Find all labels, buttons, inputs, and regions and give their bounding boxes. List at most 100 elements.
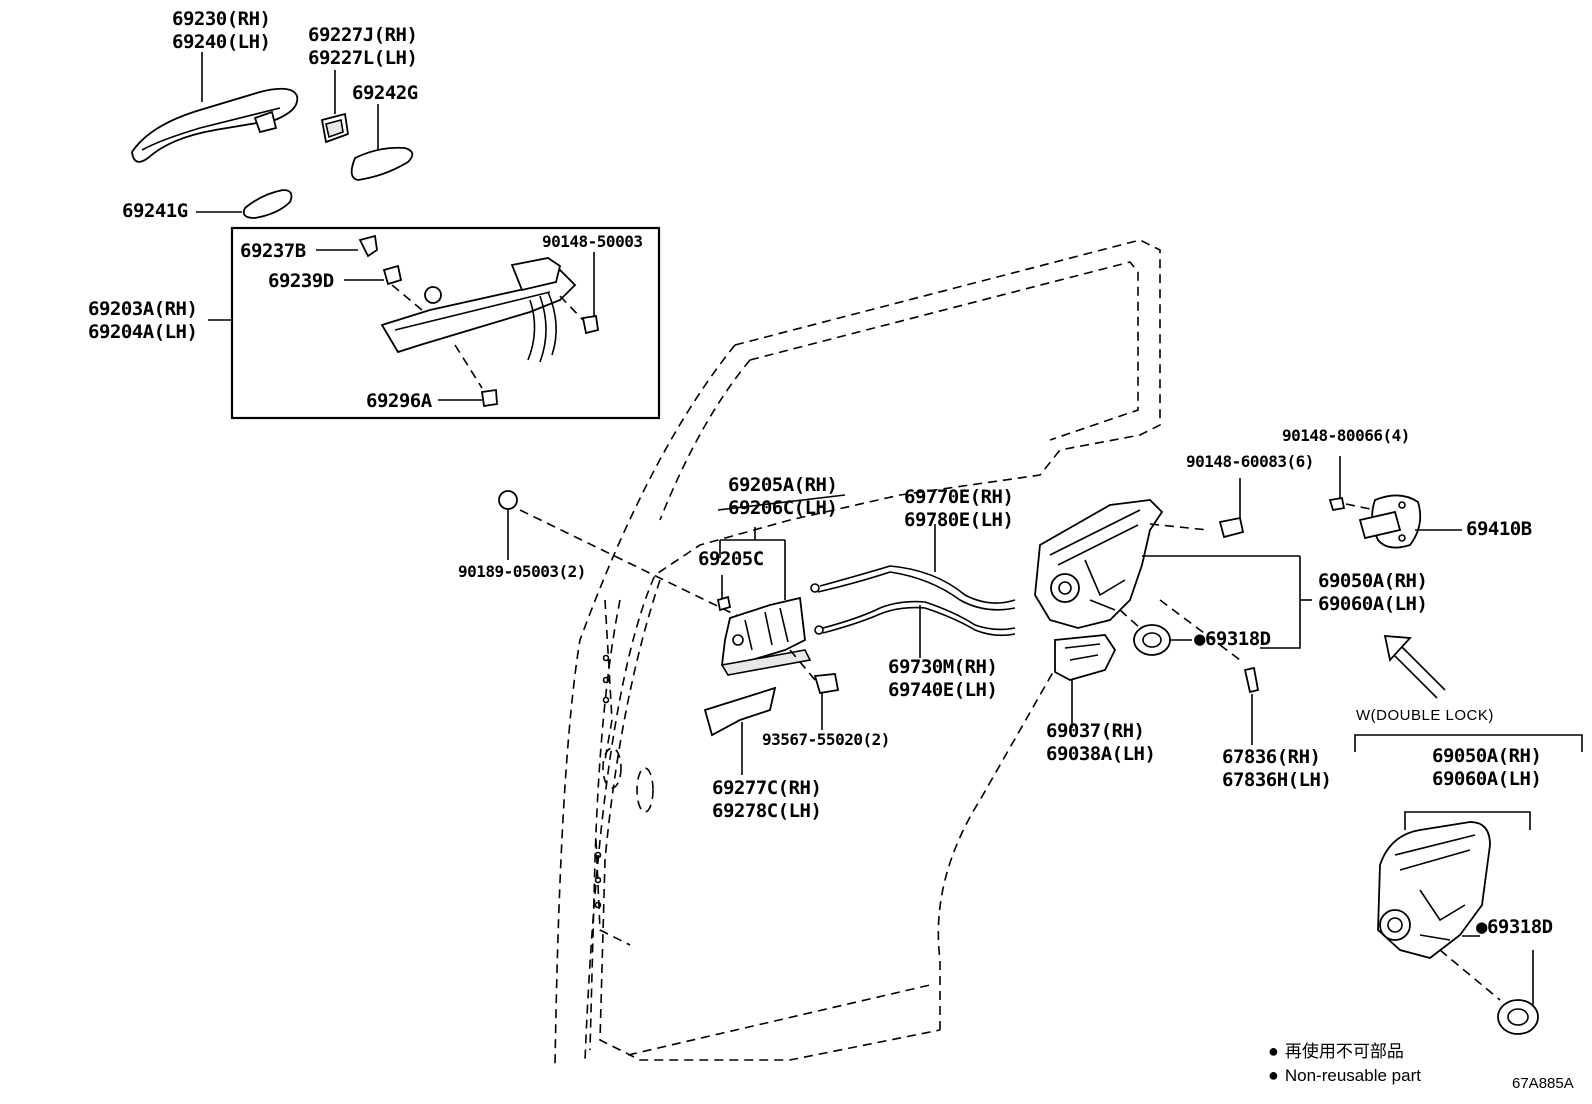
label-69242g: 69242G — [352, 82, 418, 105]
striker-69410b — [1358, 494, 1422, 549]
label-line: 93567-55020(2) — [762, 730, 890, 749]
non-reusable-dot-icon: ● — [1268, 1041, 1279, 1061]
label-69237b: 69237B — [240, 240, 306, 263]
double-lock-note: W(DOUBLE LOCK) — [1356, 707, 1494, 724]
legend-text: 再使用不可部品 — [1284, 1042, 1404, 1061]
label-69296a: 69296A — [366, 390, 432, 413]
label-69239d: 69239D — [268, 270, 334, 293]
label-line: 69205A(RH) — [728, 474, 838, 496]
label-line: 69296A — [366, 390, 432, 412]
label-90148-60083: 90148-60083(6) — [1186, 452, 1314, 472]
legend-line-en: ● Non-reusable part — [1268, 1064, 1421, 1087]
label-line: 67836H(LH) — [1222, 769, 1332, 791]
bezel-69277c — [703, 686, 777, 737]
label-line: 90148-50003 — [542, 232, 643, 251]
label-line: 69770E(RH) — [904, 486, 1014, 508]
spring-69237b — [358, 234, 378, 258]
label-69205c: 69205C — [698, 548, 764, 571]
label-line: 69060A(LH) — [1318, 593, 1428, 615]
label-69230: 69230(RH) 69240(LH) — [172, 8, 271, 54]
label-67836: 67836(RH) 67836H(LH) — [1222, 746, 1332, 792]
label-line: 69241G — [122, 200, 188, 222]
label-line: ●69318D — [1194, 628, 1271, 650]
label-line: 69205C — [698, 548, 764, 570]
label-line: 90148-60083(6) — [1186, 452, 1314, 471]
label-line: 69038A(LH) — [1046, 743, 1156, 765]
diagram-code: 67A885A — [1512, 1075, 1574, 1092]
label-69318d-top: ●69318D — [1194, 628, 1271, 651]
cover-67836 — [1243, 666, 1260, 694]
handle-pad-69241g — [242, 189, 293, 219]
label-line: 69730M(RH) — [888, 656, 998, 678]
cap-69205c — [716, 595, 732, 612]
bracket-69050a-bottom — [1404, 811, 1531, 830]
label-line: 69230(RH) — [172, 8, 271, 30]
label-line: 90189-05003(2) — [458, 562, 586, 581]
label-69410b: 69410B — [1466, 518, 1532, 541]
label-line: 67836(RH) — [1222, 746, 1321, 768]
label-69203a: 69203A(RH) 69204A(LH) — [88, 298, 198, 344]
label-line: 69060A(LH) — [1432, 768, 1542, 790]
bracket-69050a — [1260, 556, 1301, 649]
legend-text: Non-reusable part — [1284, 1066, 1421, 1085]
door-lock-double — [1377, 821, 1491, 959]
handle-frame-box — [230, 226, 661, 420]
label-line: 69278C(LH) — [712, 800, 822, 822]
legend-line-jp: ● 再使用不可部品 — [1268, 1040, 1404, 1063]
leader-69205a — [717, 494, 846, 511]
label-line: 69050A(RH) — [1318, 570, 1428, 592]
arrow-to-variant — [1383, 635, 1446, 699]
outside-handle — [131, 87, 299, 163]
label-69227: 69227J(RH) 69227L(LH) — [308, 24, 418, 70]
label-line: 90148-80066(4) — [1282, 426, 1410, 445]
label-line: 69277C(RH) — [712, 777, 822, 799]
label-line: 69410B — [1466, 518, 1532, 540]
lock-cables — [810, 565, 1016, 637]
non-reusable-dot-icon: ● — [1268, 1065, 1279, 1085]
label-line: 69780E(LH) — [904, 509, 1014, 531]
label-line: 69240(LH) — [172, 31, 271, 53]
label-line: 69203A(RH) — [88, 298, 198, 320]
label-69037: 69037(RH) 69038A(LH) — [1046, 720, 1156, 766]
label-69277c: 69277C(RH) 69278C(LH) — [712, 777, 822, 823]
washer-69318d — [1133, 624, 1171, 656]
bolt-90148-50003 — [581, 314, 600, 335]
label-69318d-bottom: ●69318D — [1476, 916, 1553, 939]
label-90189: 90189-05003(2) — [458, 562, 586, 582]
door-lock-assembly — [1034, 499, 1164, 629]
label-line: 69050A(RH) — [1432, 745, 1542, 767]
bracket-69205a — [719, 527, 786, 600]
washer-69318d-bottom — [1497, 999, 1539, 1035]
label-69205a: 69205A(RH) 69206C(LH) — [728, 474, 838, 520]
label-90148-50003: 90148-50003 — [542, 232, 643, 252]
label-69050a-top: 69050A(RH) 69060A(LH) — [1318, 570, 1428, 616]
screw-90148-80066 — [1328, 496, 1346, 512]
clip-69239d — [382, 264, 403, 286]
label-line: 69242G — [352, 82, 418, 104]
label-line: 69740E(LH) — [888, 679, 998, 701]
label-line: 69206C(LH) — [728, 497, 838, 519]
handle-pad-69242g — [350, 146, 414, 181]
bolt-90148-60083 — [1218, 516, 1245, 539]
label-69730m: 69730M(RH) 69740E(LH) — [888, 656, 998, 702]
label-line: 69204A(LH) — [88, 321, 198, 343]
label-93567: 93567-55020(2) — [762, 730, 890, 750]
double-lock-bracket — [1354, 734, 1583, 752]
label-line: ●69318D — [1476, 916, 1553, 938]
label-69770e: 69770E(RH) 69780E(LH) — [904, 486, 1014, 532]
label-line: 69239D — [268, 270, 334, 292]
handle-frame — [380, 257, 577, 363]
screw-93567 — [813, 673, 840, 695]
label-90148-80066: 90148-80066(4) — [1282, 426, 1410, 446]
lock-cylinder-cover — [320, 112, 349, 144]
label-line: 69227L(LH) — [308, 47, 418, 69]
rear-door-outline — [554, 239, 1161, 1066]
label-69050a-bottom: 69050A(RH) 69060A(LH) — [1432, 745, 1542, 791]
label-line: 69227J(RH) — [308, 24, 418, 46]
clip-90189 — [498, 490, 518, 510]
label-69241g: 69241G — [122, 200, 188, 223]
label-line: 69037(RH) — [1046, 720, 1145, 742]
label-line: 69237B — [240, 240, 306, 262]
